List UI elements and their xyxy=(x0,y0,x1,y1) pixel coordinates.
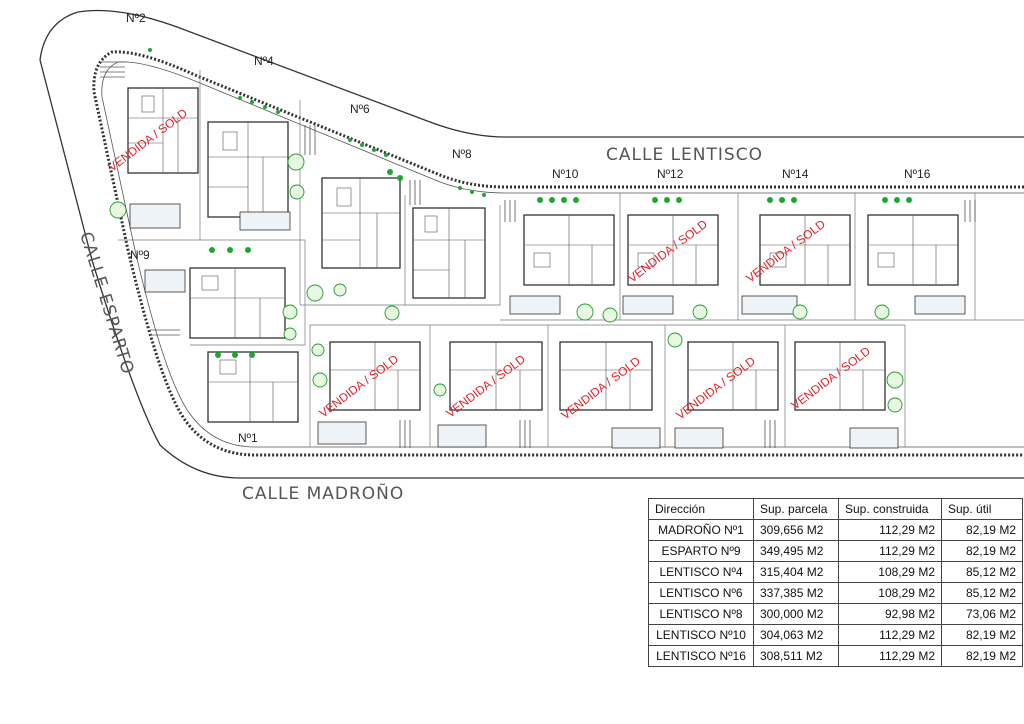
house-plan xyxy=(449,341,543,411)
area-table: Dirección Sup. parcela Sup. construida S… xyxy=(648,498,1023,667)
plot-number-4: Nº4 xyxy=(254,54,274,68)
sold-stamp: VENDIDA / SOLD xyxy=(788,344,873,413)
cell-address: ESPARTO Nº9 xyxy=(648,540,754,562)
street-label-lentisco: CALLE LENTISCO xyxy=(606,145,763,165)
table-row: LENTISCO Nº6 337,385 M2 108,29 M2 85,12 … xyxy=(648,582,1023,604)
header-address: Dirección xyxy=(648,498,754,520)
house-plan xyxy=(687,341,779,411)
house-plan xyxy=(627,214,719,286)
sold-stamp: VENDIDA / SOLD xyxy=(558,354,643,423)
plot-number-1: Nº1 xyxy=(238,431,258,445)
table-row: ESPARTO Nº9 349,495 M2 112,29 M2 82,19 M… xyxy=(648,540,1023,562)
sold-stamp: VENDIDA / SOLD xyxy=(625,217,710,286)
cell-useful-area: 85,12 M2 xyxy=(941,561,1023,583)
cell-address: LENTISCO Nº6 xyxy=(648,582,754,604)
plot-number-12: Nº12 xyxy=(657,167,684,181)
cell-address: LENTISCO Nº10 xyxy=(648,624,754,646)
table-row: MADROÑO Nº1 309,656 M2 112,29 M2 82,19 M… xyxy=(648,519,1023,541)
house-plan xyxy=(127,87,199,174)
sold-stamp: VENDIDA / SOLD xyxy=(105,106,190,175)
table-header-row: Dirección Sup. parcela Sup. construida S… xyxy=(648,498,1023,520)
paving-stripes xyxy=(100,61,976,448)
cell-built-area: 108,29 M2 xyxy=(838,561,942,583)
cell-plot-area: 337,385 M2 xyxy=(753,582,839,604)
house-plan xyxy=(321,177,401,269)
plot-number-2: Nº2 xyxy=(126,11,146,25)
cell-useful-area: 82,19 M2 xyxy=(941,624,1023,646)
cell-useful-area: 82,19 M2 xyxy=(941,540,1023,562)
plot-number-16: Nº16 xyxy=(904,167,931,181)
cell-built-area: 112,29 M2 xyxy=(838,645,942,667)
road-outlines xyxy=(39,9,1024,479)
cell-address: LENTISCO Nº16 xyxy=(648,645,754,667)
house-plan xyxy=(207,351,299,423)
cell-plot-area: 304,063 M2 xyxy=(753,624,839,646)
cell-plot-area: 308,511 M2 xyxy=(753,645,839,667)
house-plan xyxy=(412,207,486,299)
house-plan xyxy=(867,214,959,286)
table-row: LENTISCO Nº10 304,063 M2 112,29 M2 82,19… xyxy=(648,624,1023,646)
cell-address: LENTISCO Nº8 xyxy=(648,603,754,625)
cell-useful-area: 82,19 M2 xyxy=(941,645,1023,667)
cell-plot-area: 300,000 M2 xyxy=(753,603,839,625)
sold-stamp: VENDIDA / SOLD xyxy=(673,354,758,423)
cell-address: MADROÑO Nº1 xyxy=(648,519,754,541)
table-row: LENTISCO Nº4 315,404 M2 108,29 M2 85,12 … xyxy=(648,561,1023,583)
street-label-esparto: CALLE ESPARTO xyxy=(75,230,137,378)
cell-built-area: 112,29 M2 xyxy=(838,540,942,562)
house-plan xyxy=(207,121,289,218)
cell-plot-area: 309,656 M2 xyxy=(753,519,839,541)
house-plan xyxy=(559,341,653,411)
house-plan xyxy=(794,341,886,411)
header-built-area: Sup. construida xyxy=(838,498,942,520)
sold-stamp: VENDIDA / SOLD xyxy=(743,217,828,286)
plot-number-6: Nº6 xyxy=(350,102,370,116)
cell-plot-area: 349,495 M2 xyxy=(753,540,839,562)
cell-built-area: 92,98 M2 xyxy=(838,603,942,625)
cell-useful-area: 73,06 M2 xyxy=(941,603,1023,625)
cell-built-area: 112,29 M2 xyxy=(838,519,942,541)
house-plan xyxy=(329,341,421,411)
cell-useful-area: 85,12 M2 xyxy=(941,582,1023,604)
cell-plot-area: 315,404 M2 xyxy=(753,561,839,583)
plot-number-8: Nº8 xyxy=(452,147,472,161)
swimming-pools xyxy=(129,203,966,449)
street-label-madrono: CALLE MADROÑO xyxy=(242,482,404,504)
header-plot-area: Sup. parcela xyxy=(753,498,839,520)
cell-built-area: 108,29 M2 xyxy=(838,582,942,604)
plot-number-14: Nº14 xyxy=(782,167,809,181)
table-row: LENTISCO Nº16 308,511 M2 112,29 M2 82,19… xyxy=(648,645,1023,667)
plot-number-10: Nº10 xyxy=(552,167,579,181)
plot-boundaries xyxy=(118,70,1024,447)
cell-useful-area: 82,19 M2 xyxy=(941,519,1023,541)
header-useful-area: Sup. útil xyxy=(941,498,1023,520)
house-floor-plans xyxy=(127,87,959,423)
cell-address: LENTISCO Nº4 xyxy=(648,561,754,583)
house-plan xyxy=(523,214,615,286)
house-plan xyxy=(759,214,851,286)
table-row: LENTISCO Nº8 300,000 M2 92,98 M2 73,06 M… xyxy=(648,603,1023,625)
vegetation xyxy=(109,48,912,413)
house-plan xyxy=(189,267,286,339)
plot-number-9: Nº9 xyxy=(130,248,150,262)
cell-built-area: 112,29 M2 xyxy=(838,624,942,646)
